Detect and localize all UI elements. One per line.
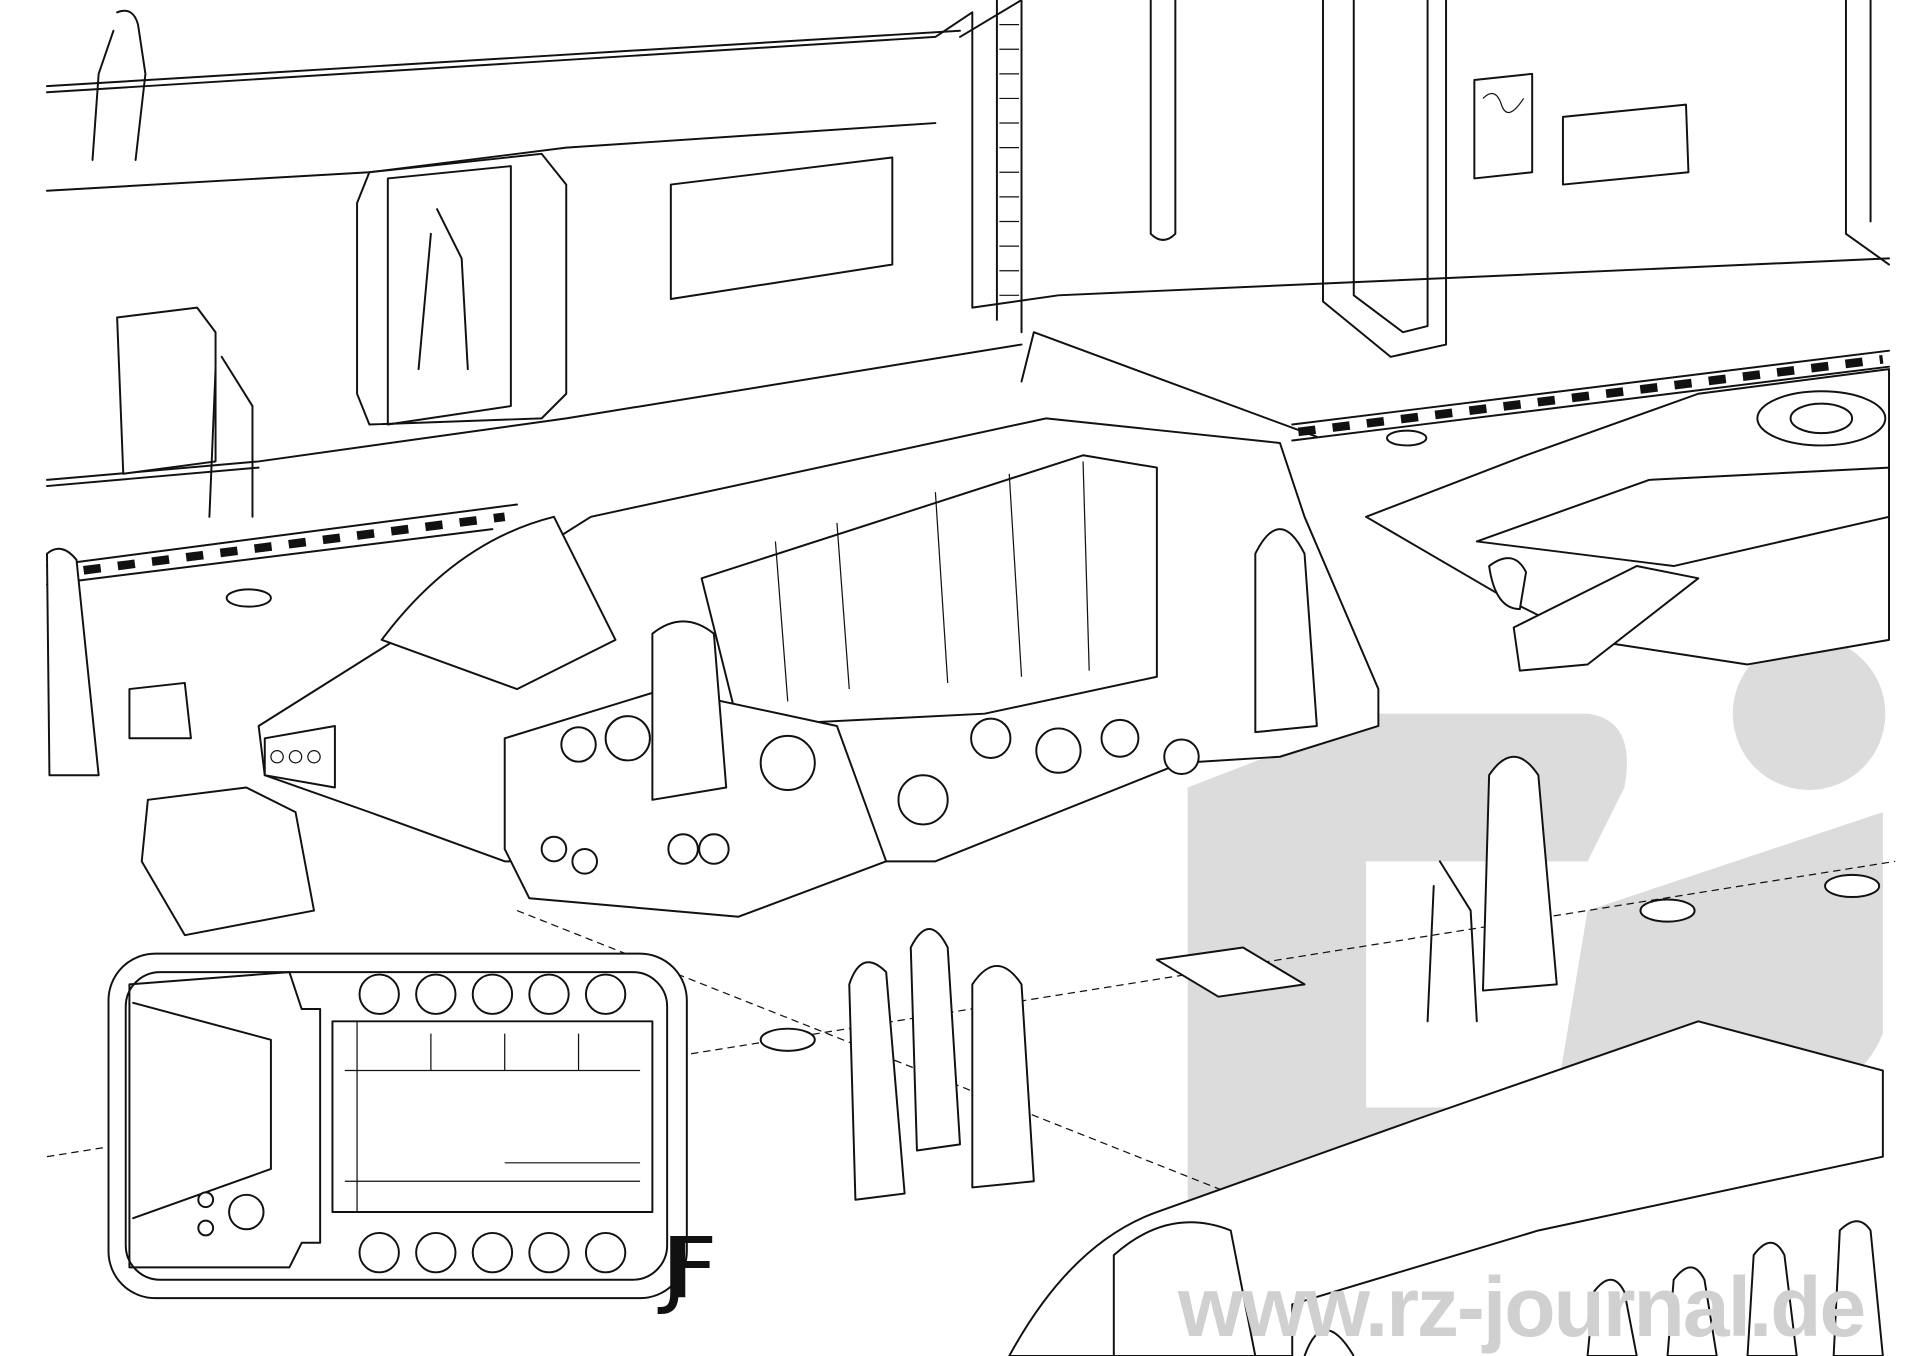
upper-deck bbox=[45, 0, 1891, 488]
lower-vehicle bbox=[1008, 1020, 1884, 1356]
artist-signature: JF bbox=[662, 1219, 717, 1317]
spacecraft-right bbox=[1365, 368, 1891, 672]
window bbox=[669, 156, 894, 300]
hazard-stripe bbox=[45, 349, 1891, 586]
watermark-url: www.rz-journal.de bbox=[1178, 1260, 1866, 1354]
transport-vehicle-cutaway bbox=[257, 331, 1380, 918]
engine-parts bbox=[540, 715, 1200, 875]
vending-machine bbox=[116, 306, 217, 475]
floor-plan-inset bbox=[107, 952, 688, 1300]
robot bbox=[1254, 528, 1318, 734]
left-equipment bbox=[45, 547, 315, 937]
control-panel bbox=[1473, 72, 1534, 180]
door bbox=[356, 152, 568, 426]
